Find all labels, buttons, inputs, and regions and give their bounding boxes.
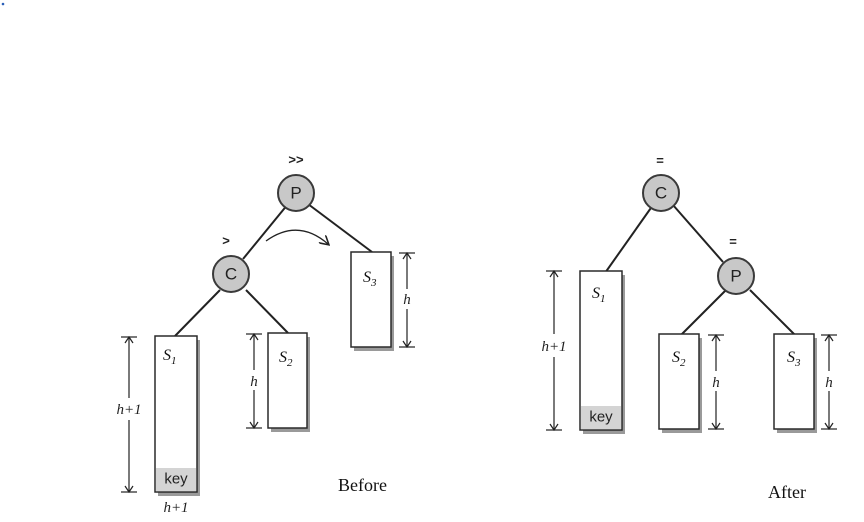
after-caption: After xyxy=(768,482,806,502)
after-measure-s3-arrow-up xyxy=(824,333,834,342)
after-measure-s2-arrow-down xyxy=(711,422,721,431)
after-node-p xyxy=(717,257,755,295)
artifact-dot xyxy=(1,2,5,6)
before-s1-label: S1 xyxy=(163,347,177,367)
after-subtree-s2 xyxy=(658,333,700,430)
before-below-label: h+1 xyxy=(163,500,188,516)
before-node-p xyxy=(277,174,315,212)
before-key-label: key xyxy=(164,471,188,488)
after-s1-label: S1 xyxy=(592,285,606,305)
after-s2-label: S2 xyxy=(672,349,686,369)
before-s2-label: S2 xyxy=(279,349,293,369)
after-s2-height: h xyxy=(712,375,720,391)
measure-s3-arrow-up xyxy=(402,251,412,260)
edge-p-s3-after xyxy=(749,289,797,337)
after-measure-s1-arrow-down xyxy=(549,423,559,432)
after-subtree-s1 xyxy=(579,270,623,431)
before-caption: Before xyxy=(338,475,387,495)
rotation-arrow xyxy=(265,229,328,244)
after-diagram: key S1 S2 S3 h+1 h h = xyxy=(541,153,837,502)
before-p-balance: >> xyxy=(288,152,304,167)
before-s3-height: h xyxy=(403,292,411,308)
measure-s3-arrow-down xyxy=(402,340,412,349)
measure-s2-arrow-down xyxy=(249,421,259,430)
after-s1-height: h+1 xyxy=(541,339,566,355)
after-c-balance: = xyxy=(656,153,664,168)
before-node-c-label: C xyxy=(225,265,237,284)
after-node-c-label: C xyxy=(655,184,667,203)
after-measure-s2-arrow-up xyxy=(711,333,721,342)
edge-p-s3 xyxy=(307,203,373,253)
before-subtree-s3 xyxy=(350,251,392,348)
after-subtree-s3 xyxy=(773,333,815,430)
before-node-c xyxy=(212,255,250,293)
edge-p-s2-after xyxy=(679,289,727,337)
after-s3-height: h xyxy=(825,375,833,391)
before-subtree-s2 xyxy=(267,332,308,429)
edge-c-s1-after xyxy=(604,204,654,274)
edge-c-s2 xyxy=(245,289,289,334)
after-node-c xyxy=(642,174,680,212)
before-s3-label: S3 xyxy=(363,269,377,289)
before-c-balance: > xyxy=(222,233,230,248)
after-key-label: key xyxy=(589,409,613,426)
measure-s1-arrow-down xyxy=(124,485,134,494)
measure-s2-arrow-up xyxy=(249,332,259,341)
after-s3-label: S3 xyxy=(787,349,801,369)
after-key-box xyxy=(581,406,621,429)
before-s2-height: h xyxy=(250,374,258,390)
after-node-p-label: P xyxy=(730,267,741,286)
after-measure-s3-arrow-down xyxy=(824,422,834,431)
before-key-box xyxy=(156,468,196,491)
edge-c-s1 xyxy=(174,289,221,337)
before-subtree-s1 xyxy=(154,335,198,493)
measure-s1-arrow-up xyxy=(124,335,134,344)
before-diagram: key S1 S2 S3 h+1 h h >> xyxy=(116,152,415,516)
before-s1-height: h+1 xyxy=(116,402,141,418)
after-measure-s1-arrow-up xyxy=(549,269,559,278)
after-p-balance: = xyxy=(729,234,737,249)
edge-p-c xyxy=(242,203,289,260)
before-node-p-label: P xyxy=(290,184,301,203)
edge-c-p-after xyxy=(672,204,724,263)
